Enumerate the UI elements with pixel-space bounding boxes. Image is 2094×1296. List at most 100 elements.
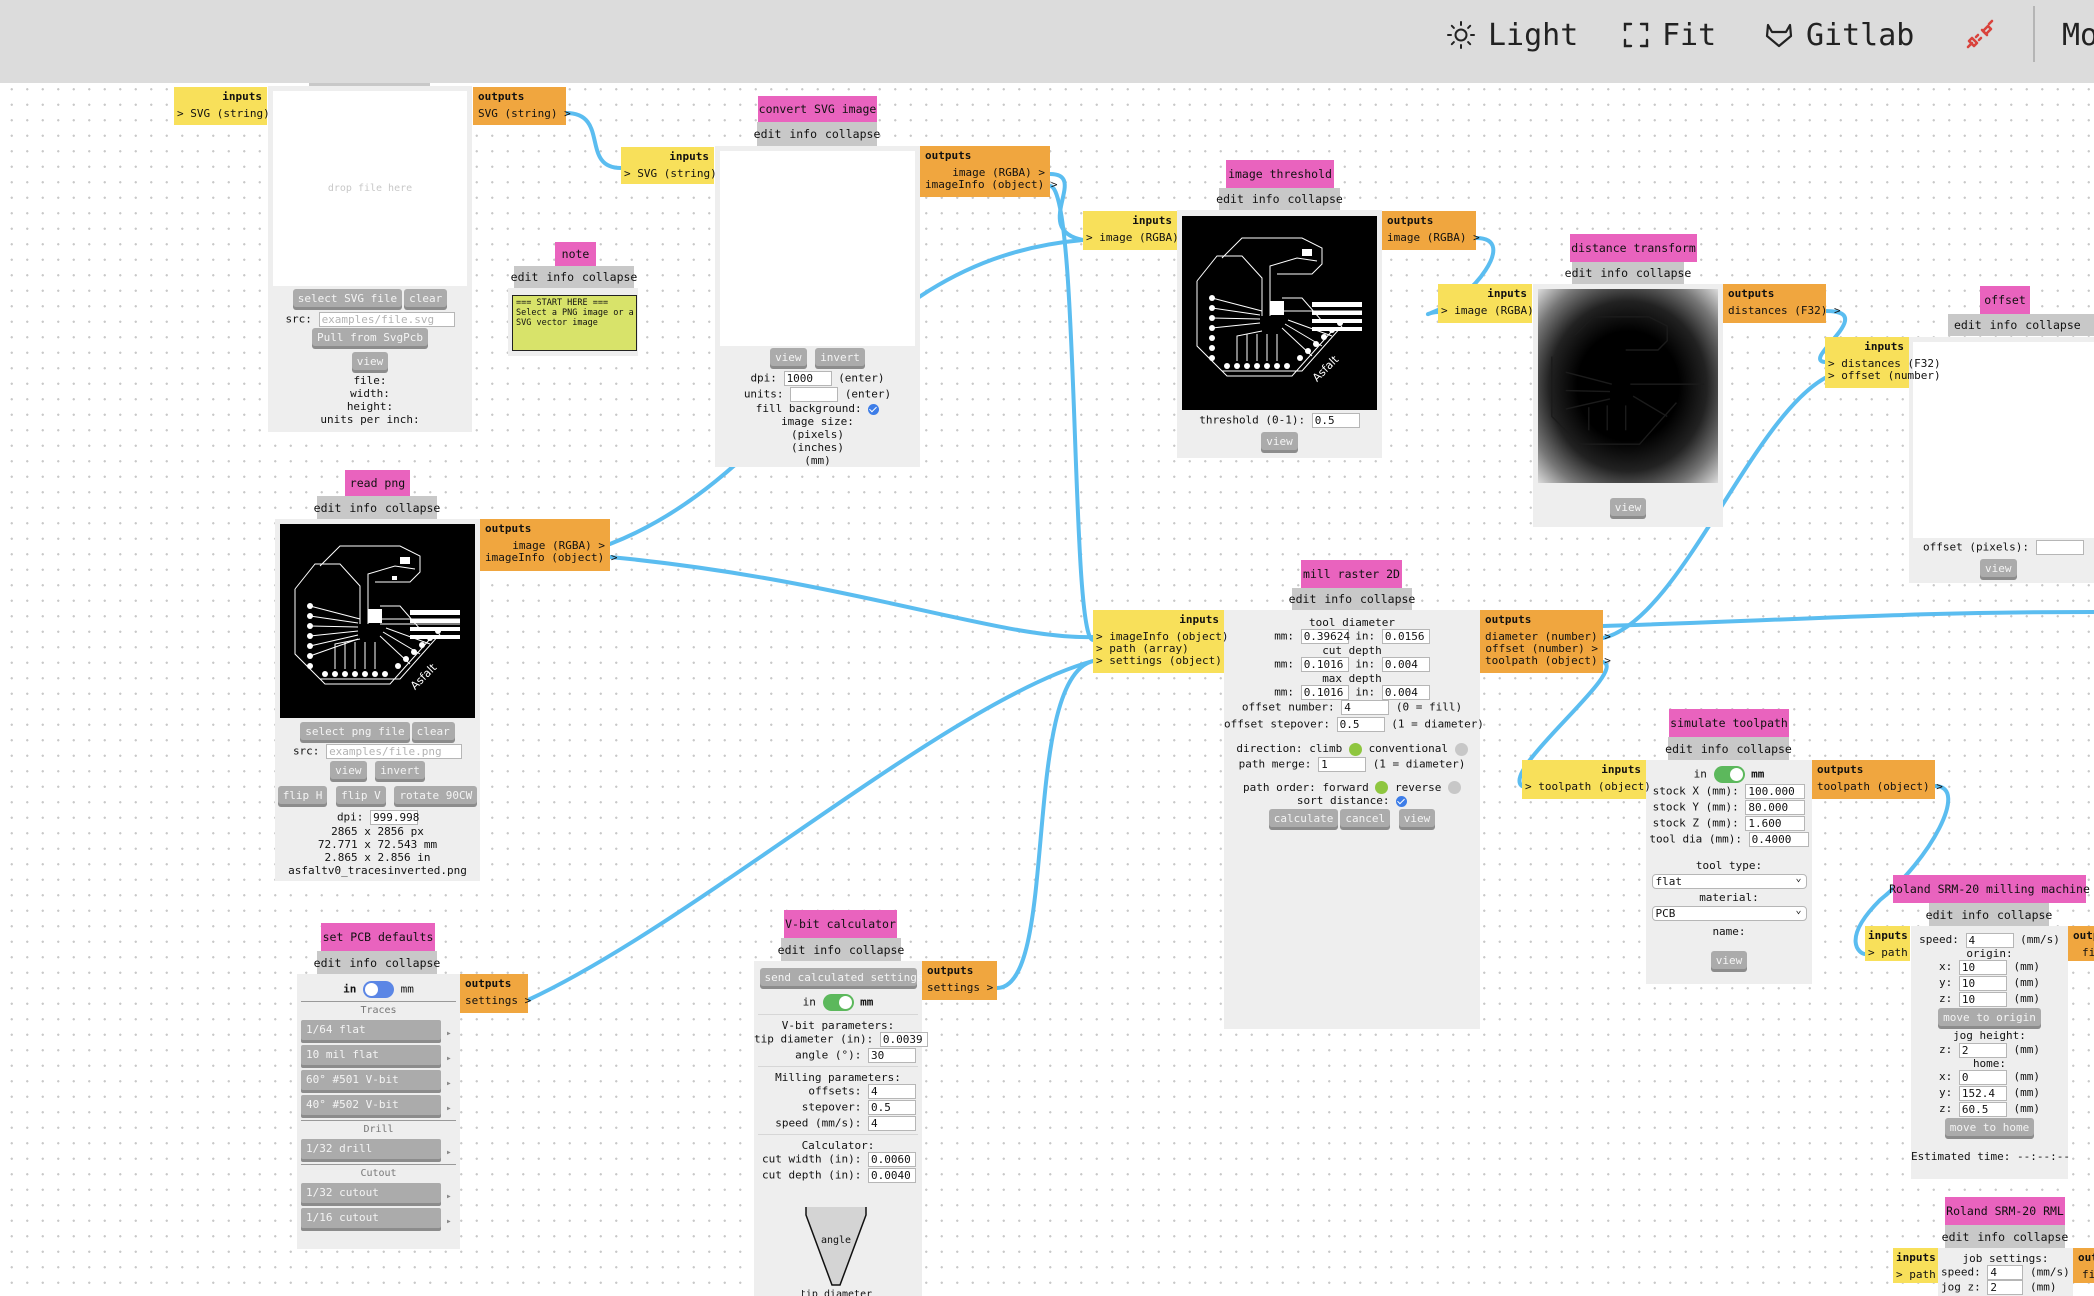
tool-type-select[interactable]: flat	[1651, 872, 1807, 889]
stock-x-input[interactable]: 100.000	[1745, 784, 1806, 799]
collapse-link[interactable]: collapse	[1287, 192, 1343, 206]
output-port-image[interactable]: image (RGBA) >	[1387, 231, 1480, 244]
preset-60-vbit[interactable]: 60° #501 V-bit	[301, 1070, 441, 1090]
origin-y-input[interactable]: 10	[1958, 975, 2007, 991]
origin-x-input[interactable]: 10	[1958, 959, 2007, 975]
output-port-toolpath[interactable]: toolpath (object) >	[1817, 780, 1943, 793]
info-link[interactable]: info	[1251, 192, 1280, 206]
input-port-distances[interactable]: > distances (F32)	[1828, 357, 1941, 370]
edit-link[interactable]: edit	[1288, 592, 1317, 606]
collapse-link[interactable]: collapse	[2012, 1229, 2069, 1244]
collapse-link[interactable]: collapse	[2025, 318, 2081, 332]
cancel-button[interactable]: cancel	[1340, 809, 1391, 827]
edit-link[interactable]: edit	[313, 500, 342, 515]
edit-link[interactable]: edit	[753, 127, 782, 141]
threshold-view-button[interactable]: view	[1261, 432, 1298, 450]
offset-stepover-input[interactable]: 0.5	[1336, 717, 1385, 732]
convert-svg-title[interactable]: convert SVG image	[758, 96, 877, 122]
pcb-defaults-title[interactable]: set PCB defaults	[321, 923, 435, 951]
input-port-toolpath[interactable]: > toolpath (object)	[1525, 780, 1651, 793]
stepover-input[interactable]: 0.5	[868, 1100, 916, 1115]
edit-link[interactable]: edit	[510, 270, 539, 284]
threshold-title[interactable]: image threshold	[1226, 160, 1334, 188]
cut-width-output[interactable]: 0.0060	[868, 1152, 916, 1167]
stock-y-input[interactable]: 80.000	[1745, 800, 1806, 815]
home-y-input[interactable]: 152.4	[1958, 1085, 2007, 1101]
dpi-input[interactable]: 1000	[783, 371, 832, 386]
theme-toggle-button[interactable]: Light	[1446, 17, 1578, 53]
offset-title[interactable]: offset	[1980, 286, 2030, 314]
offset-number-input[interactable]: 4	[1341, 700, 1390, 715]
input-port-image[interactable]: > image (RGBA)	[1441, 304, 1534, 317]
input-port-path[interactable]: > path	[1896, 1268, 1936, 1281]
clear-svg-button[interactable]: clear	[404, 289, 448, 307]
flip-h-button[interactable]: flip H	[277, 786, 328, 804]
edit-link[interactable]: edit	[1941, 1229, 1970, 1244]
stock-z-input[interactable]: 1.600	[1745, 816, 1806, 831]
output-port-image[interactable]: image (RGBA) >	[512, 539, 605, 552]
jog-z-input[interactable]: 2	[1958, 1042, 2007, 1058]
distance-view-button[interactable]: view	[1609, 498, 1647, 516]
offset-pixels-input[interactable]	[2035, 540, 2084, 555]
preset-1-32-drill[interactable]: 1/32 drill	[301, 1139, 441, 1159]
png-dpi-input[interactable]: 999.998	[370, 810, 419, 825]
input-port-imageinfo[interactable]: > imageInfo (object)	[1096, 630, 1229, 643]
svg-view-button[interactable]: view	[351, 352, 389, 370]
edit-link[interactable]: edit	[1564, 266, 1593, 280]
vbit-unit-toggle[interactable]	[822, 994, 854, 1011]
preset-10-mil-flat[interactable]: 10 mil flat	[301, 1045, 441, 1065]
convert-view-button[interactable]: view	[770, 348, 807, 366]
rml-speed-input[interactable]: 4	[1987, 1265, 2024, 1280]
preset-1-64-flat[interactable]: 1/64 flat	[301, 1020, 441, 1040]
roland-rml-title[interactable]: Roland SRM-20 RML	[1945, 1197, 2065, 1225]
edit-link[interactable]: edit	[1216, 192, 1244, 206]
info-link[interactable]: info	[1600, 266, 1629, 280]
collapse-link[interactable]: collapse	[1635, 266, 1692, 280]
svg-src-input[interactable]: examples/file.svg	[318, 312, 455, 327]
threshold-input[interactable]: 0.5	[1311, 413, 1360, 428]
output-port-diameter[interactable]: diameter (number) >	[1485, 630, 1611, 643]
select-png-file-button[interactable]: select png file	[300, 722, 410, 740]
convert-invert-button[interactable]: invert	[815, 348, 865, 366]
conventional-radio[interactable]	[1454, 742, 1468, 756]
edit-link[interactable]: edit	[1665, 741, 1693, 756]
input-port-path[interactable]: > path (array)	[1096, 642, 1189, 655]
preset-1-32-cutout[interactable]: 1/32 cutout	[301, 1183, 441, 1203]
clear-png-button[interactable]: clear	[411, 722, 455, 740]
output-port-settings[interactable]: settings >	[927, 981, 994, 994]
output-port-imageinfo[interactable]: imageInfo (object) >	[485, 551, 618, 564]
offsets-input[interactable]: 4	[868, 1084, 916, 1099]
info-link[interactable]: info	[1989, 318, 2018, 332]
collapse-link[interactable]: collapse	[824, 127, 881, 141]
vbit-speed-input[interactable]: 4	[868, 1116, 916, 1131]
max-depth-mm-input[interactable]: 0.1016	[1300, 685, 1349, 700]
sim-view-button[interactable]: view	[1710, 951, 1748, 969]
pcb-unit-toggle[interactable]	[363, 981, 394, 998]
more-menu-button[interactable]: Mo	[2062, 17, 2094, 53]
mill-view-button[interactable]: view	[1398, 809, 1436, 827]
flip-v-button[interactable]: flip V	[336, 786, 386, 804]
png-view-button[interactable]: view	[330, 761, 367, 779]
info-link[interactable]: info	[1700, 741, 1729, 756]
input-port-offset[interactable]: > offset (number)	[1828, 369, 1941, 382]
vbit-calculator-title[interactable]: V-bit calculator	[784, 910, 897, 938]
edit-link[interactable]: edit	[1954, 318, 1982, 332]
output-port-image[interactable]: image (RGBA) >	[952, 166, 1045, 179]
info-link[interactable]: info	[813, 942, 842, 957]
output-port-svg[interactable]: SVG (string) >	[478, 107, 571, 120]
tool-dia-input[interactable]: 0.4000	[1748, 832, 1809, 847]
origin-z-input[interactable]: 10	[1958, 991, 2007, 1007]
collapse-link[interactable]: collapse	[384, 955, 441, 970]
rotate-90cw-button[interactable]: rotate 90CW	[394, 786, 478, 804]
forward-radio[interactable]	[1375, 781, 1389, 794]
output-port-settings[interactable]: settings >	[465, 994, 532, 1007]
angle-input[interactable]: 30	[868, 1048, 916, 1063]
collapse-link[interactable]: collapse	[384, 500, 441, 515]
mill-raster-title[interactable]: mill raster 2D	[1301, 560, 1402, 588]
output-port-file[interactable]: fi	[2082, 946, 2094, 959]
note-textarea[interactable]: === START HERE === Select a PNG image or…	[512, 295, 637, 351]
connection-button[interactable]	[1963, 17, 2009, 53]
preset-40-vbit[interactable]: 40° #502 V-bit	[301, 1095, 441, 1115]
collapse-link[interactable]: collapse	[1359, 592, 1416, 606]
png-src-input[interactable]: examples/file.png	[326, 744, 463, 759]
